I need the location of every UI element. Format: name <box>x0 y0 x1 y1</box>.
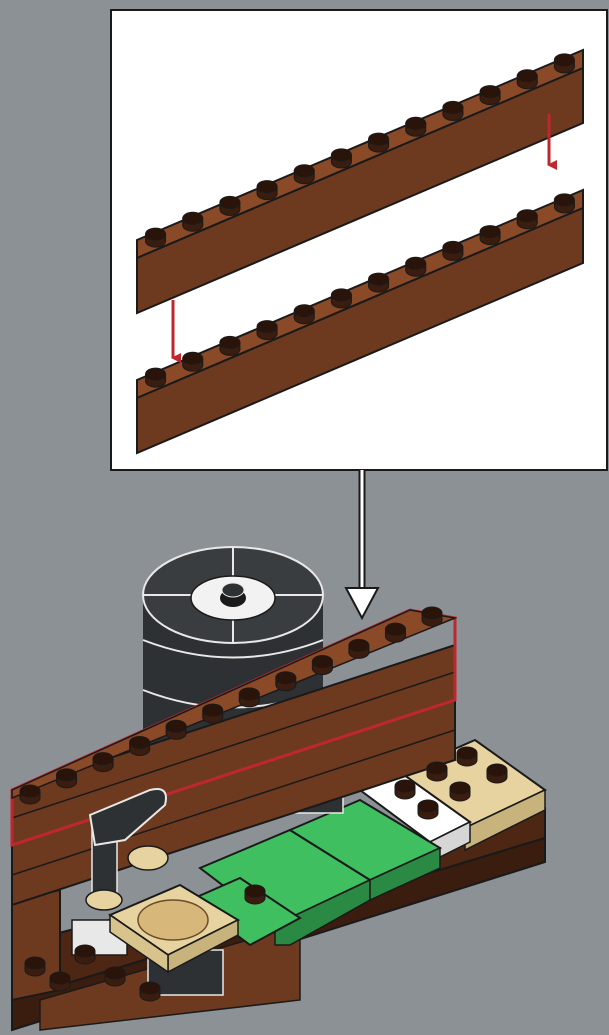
stud <box>219 335 241 356</box>
stud <box>145 367 167 388</box>
stud <box>368 272 390 293</box>
stud <box>417 799 439 820</box>
wall-top-studs <box>19 606 443 805</box>
green-tiles <box>188 798 443 947</box>
stud <box>311 655 333 676</box>
stud <box>139 981 161 1002</box>
assembled-model <box>10 546 547 1032</box>
stud <box>92 752 114 773</box>
stud <box>182 211 204 232</box>
stud <box>516 69 538 90</box>
new-bricks-highlighted <box>10 608 458 848</box>
stud <box>275 671 297 692</box>
stud <box>165 719 187 740</box>
stud <box>244 884 266 905</box>
stud <box>368 132 390 153</box>
stud <box>553 53 575 74</box>
stud <box>19 784 41 805</box>
stud <box>348 638 370 659</box>
stud <box>256 320 278 341</box>
placement-arrows <box>171 114 557 363</box>
stud <box>202 703 224 724</box>
stud <box>238 687 260 708</box>
loose-studs <box>24 746 508 1002</box>
brick-1x12-top <box>136 48 584 315</box>
callout-bricks <box>136 48 584 455</box>
stud <box>456 746 478 767</box>
stud <box>486 763 508 784</box>
stud <box>219 195 241 216</box>
stud <box>516 209 538 230</box>
stud <box>56 768 78 789</box>
stud <box>442 240 464 261</box>
stud <box>426 761 448 782</box>
stud <box>145 227 167 248</box>
stud <box>129 735 151 756</box>
stud <box>421 606 443 627</box>
stud <box>256 180 278 201</box>
stud <box>394 779 416 800</box>
stud <box>24 956 46 977</box>
stud <box>49 971 71 992</box>
stud <box>384 622 406 643</box>
stud <box>330 148 352 169</box>
stud <box>330 288 352 309</box>
stud <box>405 116 427 137</box>
faucet <box>85 788 169 911</box>
stud <box>442 100 464 121</box>
stud <box>449 781 471 802</box>
stud <box>479 85 501 106</box>
brick-1x12-bottom <box>136 188 584 455</box>
stud <box>405 256 427 277</box>
flow-arrow <box>344 470 380 621</box>
stud <box>479 225 501 246</box>
stud <box>104 966 126 987</box>
stud <box>293 304 315 325</box>
cookie-tile <box>107 883 241 974</box>
stud <box>293 164 315 185</box>
stud <box>553 193 575 214</box>
stud <box>182 351 204 372</box>
stud <box>74 944 96 965</box>
